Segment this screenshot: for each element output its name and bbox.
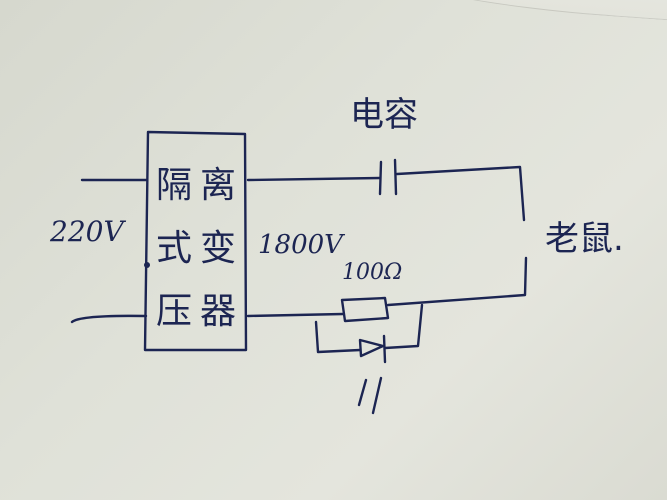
- input-node: [144, 262, 150, 268]
- capacitor-plate-right: [393, 158, 398, 196]
- load-label: 老鼠.: [545, 219, 624, 259]
- transformer-char: 离: [199, 164, 236, 206]
- output-wire-bottom-right: [386, 256, 528, 307]
- output-wire-top-left: [246, 176, 382, 182]
- output-wire-top-right: [395, 165, 526, 222]
- capacitor-label: 电容: [350, 95, 418, 135]
- output-wire-bottom-left: [246, 312, 345, 318]
- secondary-voltage-label: 1800V: [258, 230, 343, 260]
- resistor-label: 100Ω: [342, 260, 403, 285]
- transformer-char: 式: [155, 227, 192, 269]
- diode-mark-2: [371, 376, 383, 415]
- resistor-body: [340, 296, 390, 323]
- transformer-label: 隔 式 压 离 变 器: [152, 150, 240, 340]
- transformer-char: 压: [155, 291, 192, 333]
- diode-triangle: [358, 338, 385, 358]
- input-wire-bottom: [70, 314, 148, 324]
- input-voltage-label: 220V: [50, 215, 124, 248]
- transformer-char: 器: [199, 291, 236, 333]
- transformer-char: 变: [199, 227, 236, 269]
- diode-branch-right: [383, 303, 424, 350]
- capacitor-plate-left: [378, 160, 383, 196]
- transformer-char: 隔: [155, 164, 192, 206]
- transformer-box: [143, 130, 248, 352]
- diode-mark-1: [357, 378, 368, 407]
- diode-branch-left: [314, 320, 362, 354]
